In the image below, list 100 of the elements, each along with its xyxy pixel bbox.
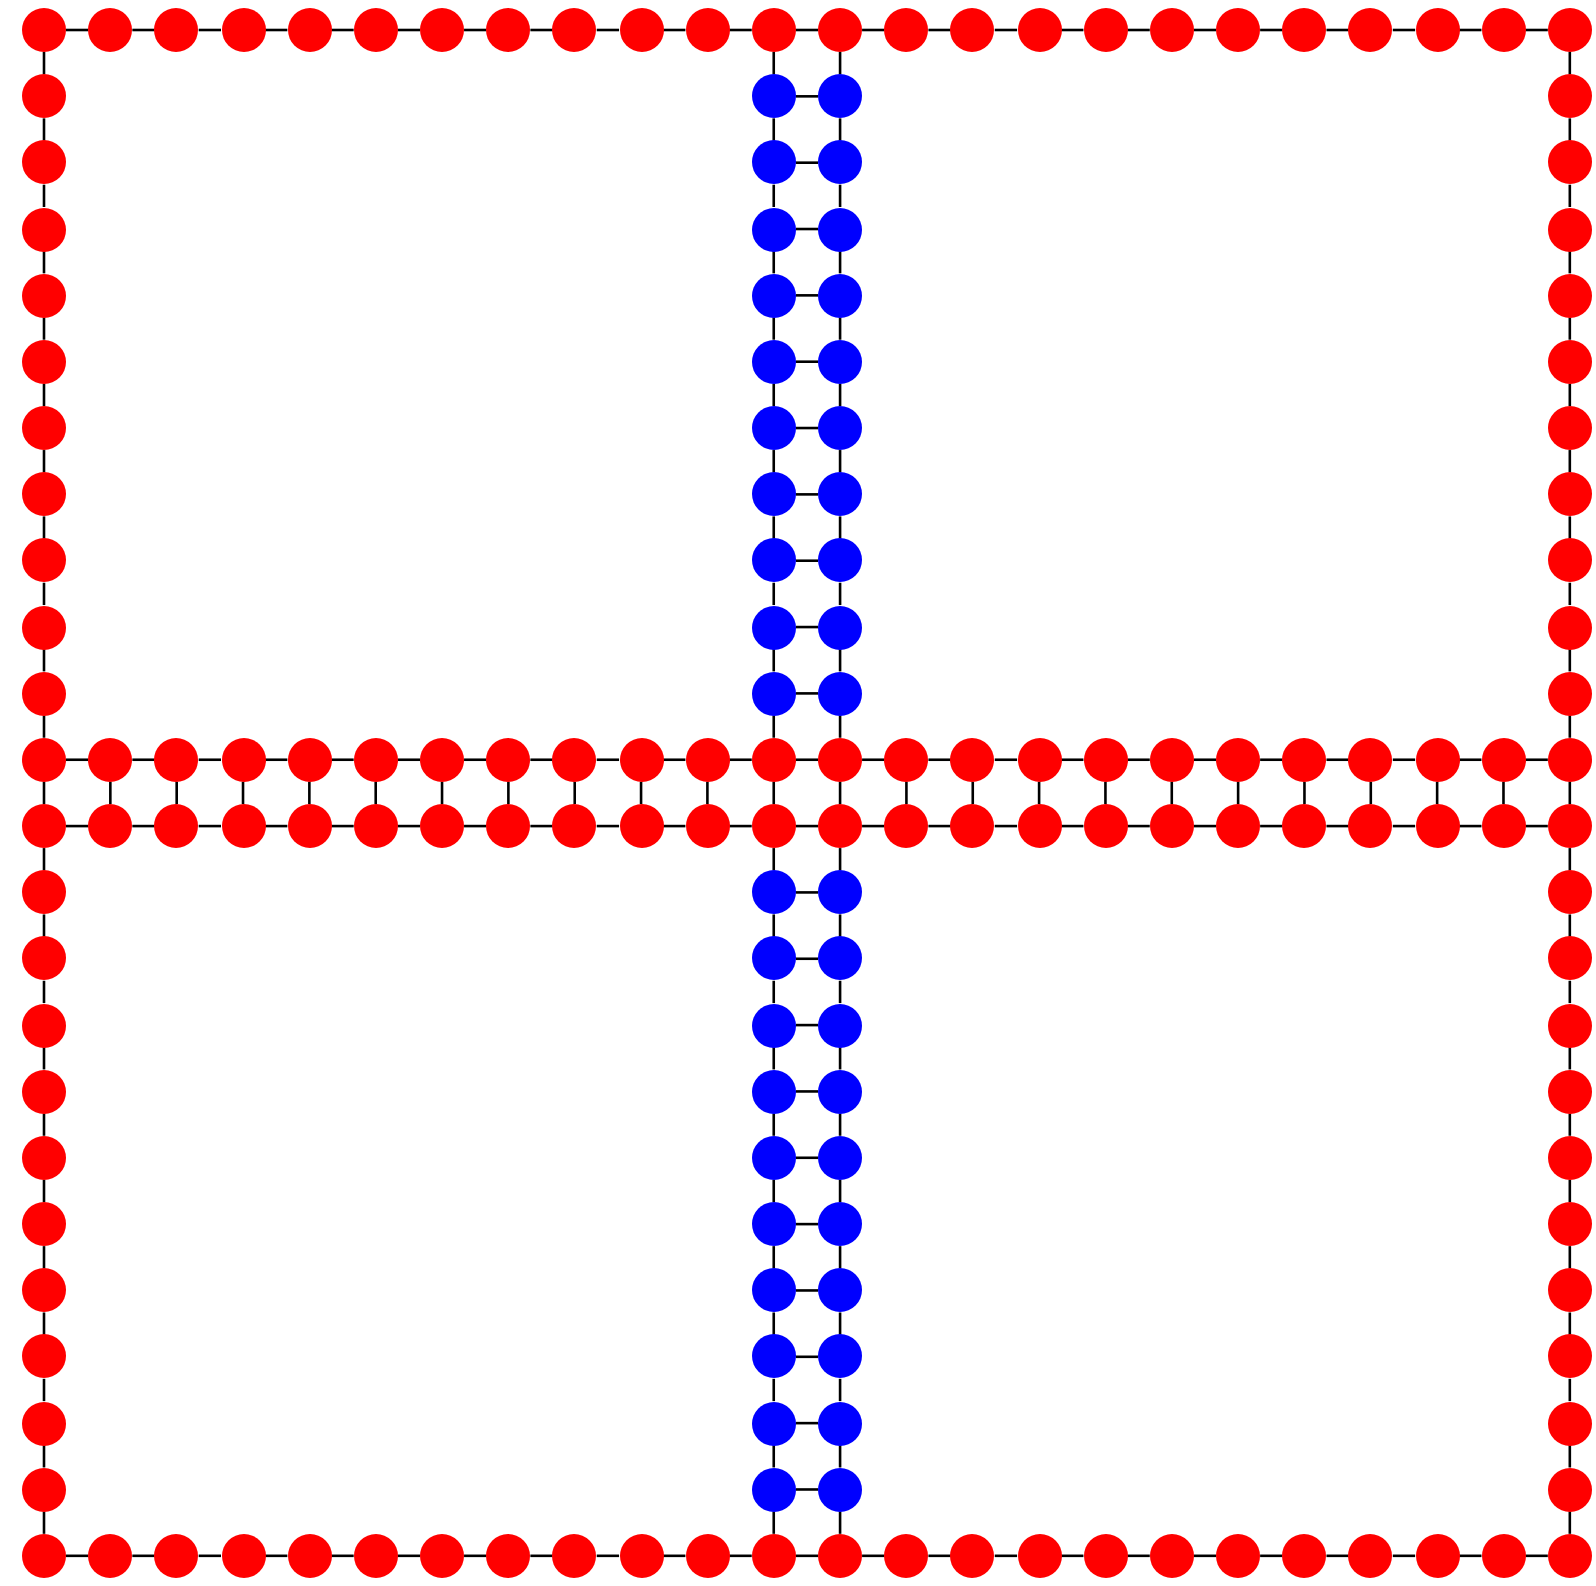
vertex-dot [619,804,664,849]
connector-line [397,28,421,32]
connector-line [1061,28,1084,32]
connector-line [42,715,46,738]
vertex-dot [818,605,863,650]
connector-line [198,824,221,828]
vertex-dot [1547,74,1592,119]
vertex-dot [1282,1533,1327,1578]
connector-line [42,1445,46,1468]
vertex-dot [22,804,66,849]
connector-line [1525,758,1548,762]
connector-line [729,28,752,32]
vertex-dot [950,737,995,782]
connector-line [1061,758,1084,762]
vertex-dot [751,140,796,185]
connector-line [838,516,842,539]
connector-line [772,52,776,75]
vertex-dot [1547,273,1592,318]
vertex-dot [751,1135,796,1180]
connector-line [1568,1511,1572,1534]
vertex-dot [818,273,863,318]
vertex-dot [751,870,796,915]
connector-line [772,184,776,207]
vertex-dot [818,936,863,981]
connector-line [331,1554,354,1558]
vertex-dot [1547,140,1592,185]
connector-line [464,824,487,828]
vertex-dot [88,1533,133,1578]
connector-line [729,824,752,828]
connector-line [132,824,155,828]
connector-line [331,824,354,828]
connector-line [1326,28,1349,32]
connector-line [795,294,819,297]
vertex-dot [818,870,863,915]
vertex-dot [818,1401,863,1446]
connector-line [994,1554,1018,1558]
connector-line [862,824,885,828]
vertex-dot [751,1202,796,1247]
vertex-dot [751,1334,796,1379]
connector-line [42,980,46,1004]
connector-line [1525,28,1548,32]
connector-line [1127,758,1150,762]
connector-line [1568,914,1572,937]
vertex-dot [22,8,66,52]
vertex-dot [818,472,863,517]
connector-line [66,758,89,762]
connector-line [1568,317,1572,340]
connector-line [795,28,819,32]
connector-line [42,383,46,407]
vertex-dot [751,1467,796,1512]
connector-line [1392,758,1416,762]
vertex-dot [818,1533,863,1578]
vertex-dot [818,406,863,451]
connector-line [596,758,620,762]
vertex-dot [221,1533,265,1578]
connector-line [1236,781,1240,805]
vertex-dot [552,737,597,782]
connector-line [772,715,776,738]
vertex-dot [287,1533,332,1578]
vertex-dot [818,1135,863,1180]
connector-line [838,118,842,141]
vertex-dot [751,1268,796,1313]
vertex-dot [22,737,66,782]
connector-line [1502,781,1505,805]
vertex-dot [1547,1533,1592,1578]
vertex-dot [1415,8,1460,52]
connector-line [1568,383,1572,407]
connector-line [994,824,1018,828]
connector-line [374,781,377,805]
vertex-dot [818,804,863,849]
connector-line [838,715,842,738]
connector-line [331,758,354,762]
connector-line [198,28,221,32]
vertex-dot [884,804,929,849]
vertex-dot [22,1467,66,1512]
connector-line [772,118,776,141]
vertex-dot [751,671,796,716]
connector-line [838,1378,842,1402]
vertex-dot [818,1334,863,1379]
vertex-dot [353,8,398,52]
connector-line [1303,781,1306,805]
connector-line [838,317,842,340]
connector-line [1568,649,1572,672]
connector-line [530,1554,553,1558]
vertex-dot [1547,737,1592,782]
vertex-dot [154,804,199,849]
vertex-dot [818,74,863,119]
connector-line [928,1554,951,1558]
vertex-dot [22,1003,66,1048]
connector-line [42,251,46,274]
connector-line [838,980,842,1004]
connector-line [42,1113,46,1136]
connector-line [42,516,46,539]
connector-line [795,1090,819,1093]
vertex-dot [353,1533,398,1578]
connector-line [729,758,752,762]
vertex-dot [1415,1533,1460,1578]
connector-line [1193,758,1217,762]
vertex-dot [1282,804,1327,849]
connector-line [795,360,819,363]
